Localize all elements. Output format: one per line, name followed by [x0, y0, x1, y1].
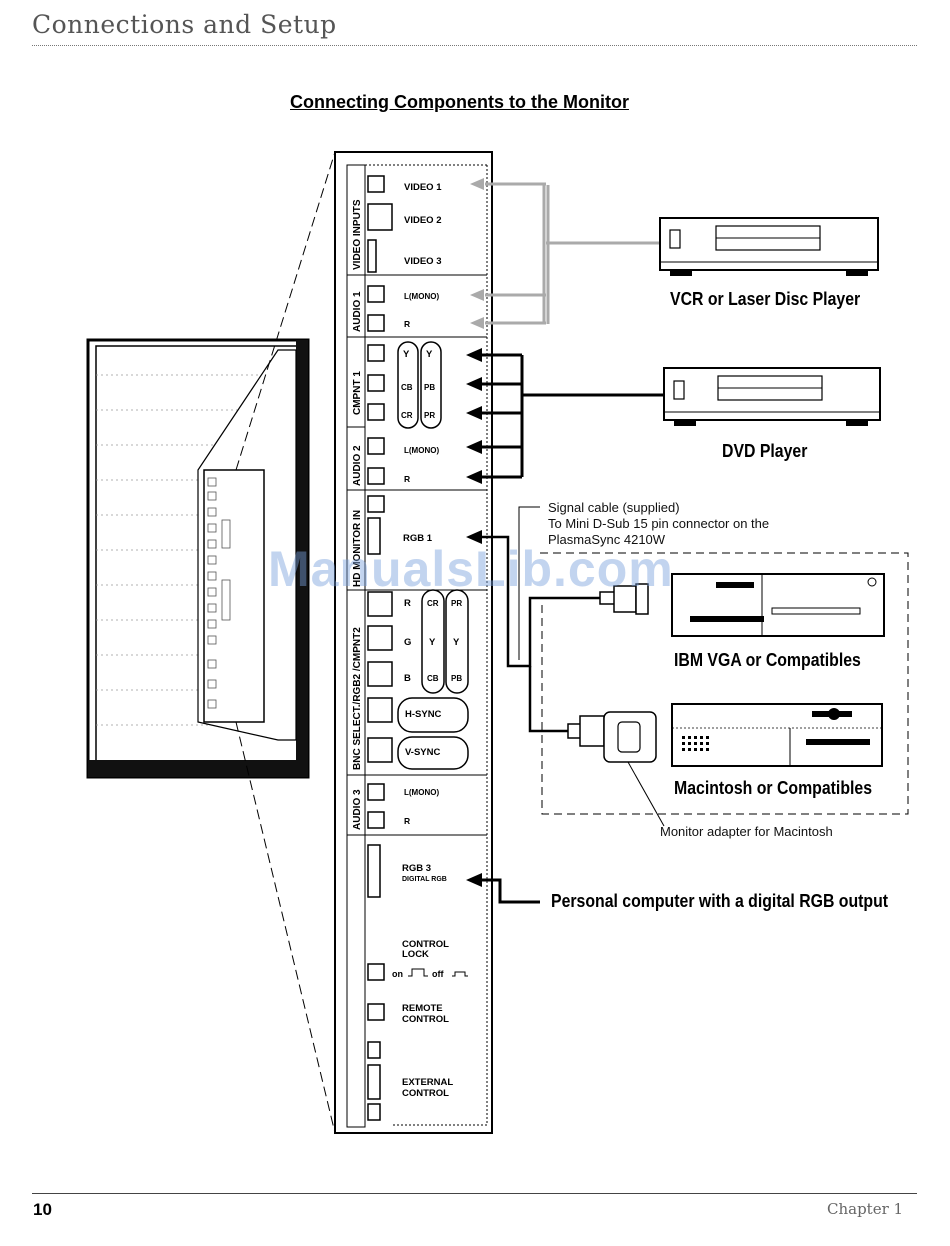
mac-computer: [671, 703, 883, 767]
jack-cr2: CR: [427, 599, 439, 608]
ibm-computer: [671, 573, 885, 637]
label-external-2: CONTROL: [402, 1088, 449, 1099]
group-label-video-inputs: VIDEO INPUTS: [352, 199, 363, 270]
vcr-device: [659, 217, 879, 276]
jack-pr2: PR: [451, 599, 462, 608]
label-control-lock-1: CONTROL: [402, 939, 449, 950]
label-remote-1: REMOTE: [402, 1003, 443, 1014]
jack-lmono2: L(MONO): [404, 446, 439, 455]
jack-lmono1: L(MONO): [404, 292, 439, 301]
jack-r3: R: [404, 816, 410, 826]
jack-lmono3: L(MONO): [404, 788, 439, 797]
label-external-1: EXTERNAL: [402, 1077, 453, 1088]
jack-cb1: CB: [401, 383, 413, 392]
jack-digital-rgb: DIGITAL RGB: [402, 876, 447, 883]
label-dvd: DVD Player: [722, 441, 808, 461]
jack-bnc-b: B: [404, 673, 411, 684]
jack-bnc-g: G: [404, 637, 411, 648]
jack-y1: Y: [403, 349, 410, 360]
jack-cb2: CB: [427, 674, 439, 683]
label-remote-2: CONTROL: [402, 1014, 449, 1025]
jack-video3: VIDEO 3: [404, 256, 442, 267]
jack-pb2: PB: [451, 674, 462, 683]
jack-pr1: PR: [424, 411, 435, 420]
zoom-lines: [235, 151, 336, 1134]
vcr-cables: [485, 182, 660, 325]
note-signal-cable-3: PlasmaSync 4210W: [548, 532, 666, 547]
plasma-monitor-illustration: [86, 338, 310, 779]
group-label-cmpnt1: CMPNT 1: [352, 371, 363, 415]
jack-cr1: CR: [401, 411, 413, 420]
header-divider: [32, 45, 917, 46]
label-pc-digital-rgb: Personal computer with a digital RGB out…: [551, 891, 889, 911]
figure-title: Connecting Components to the Monitor: [290, 92, 629, 112]
jack-r2: R: [404, 474, 410, 484]
page-number: 10: [33, 1200, 52, 1219]
group-label-audio2: AUDIO 2: [352, 445, 363, 486]
jack-video2: VIDEO 2: [404, 215, 442, 226]
label-control-lock-2: LOCK: [402, 949, 429, 960]
vga-plug: [599, 583, 649, 615]
rgb3-cable: [480, 878, 540, 904]
label-mac: Macintosh or Compatibles: [674, 778, 873, 798]
label-ibm: IBM VGA or Compatibles: [674, 650, 861, 670]
note-mac-adapter: Monitor adapter for Macintosh: [660, 824, 833, 839]
label-off: off: [432, 969, 444, 979]
page-header-title: Connections and Setup: [32, 10, 337, 39]
jack-video1: VIDEO 1: [404, 182, 442, 193]
jack-bnc-r: R: [404, 598, 411, 609]
jack-y2: Y: [426, 349, 433, 360]
rgb1-cable: [480, 535, 600, 733]
note-signal-cable-1: Signal cable (supplied): [548, 500, 680, 515]
jack-pb1: PB: [424, 383, 435, 392]
footer-divider: [32, 1193, 917, 1194]
label-on: on: [392, 969, 403, 979]
terminal-panel: VIDEO INPUTS AUDIO 1 CMPNT 1 AUDIO 2 HD …: [334, 151, 493, 1134]
group-label-hd-monitor: HD MONITOR IN: [352, 510, 363, 587]
jack-y3: Y: [429, 637, 436, 648]
jack-r1: R: [404, 319, 410, 329]
group-label-audio1: AUDIO 1: [352, 291, 363, 332]
jack-y4: Y: [453, 637, 460, 648]
group-label-audio3: AUDIO 3: [352, 789, 363, 830]
jack-rgb3: RGB 3: [402, 863, 431, 874]
jack-hsync: H-SYNC: [405, 709, 442, 720]
jack-vsync: V-SYNC: [405, 747, 441, 758]
dvd-device: [663, 367, 881, 426]
mac-adapter-plug: [567, 711, 657, 763]
jack-rgb1: RGB 1: [403, 533, 433, 544]
chapter-label: Chapter 1: [827, 1200, 904, 1218]
dvd-cables: [480, 353, 664, 479]
note-signal-cable-2: To Mini D-Sub 15 pin connector on the: [548, 516, 770, 531]
group-label-bnc: BNC SELECT./RGB2 /CMPNT2: [352, 627, 363, 770]
label-vcr: VCR or Laser Disc Player: [670, 289, 861, 309]
